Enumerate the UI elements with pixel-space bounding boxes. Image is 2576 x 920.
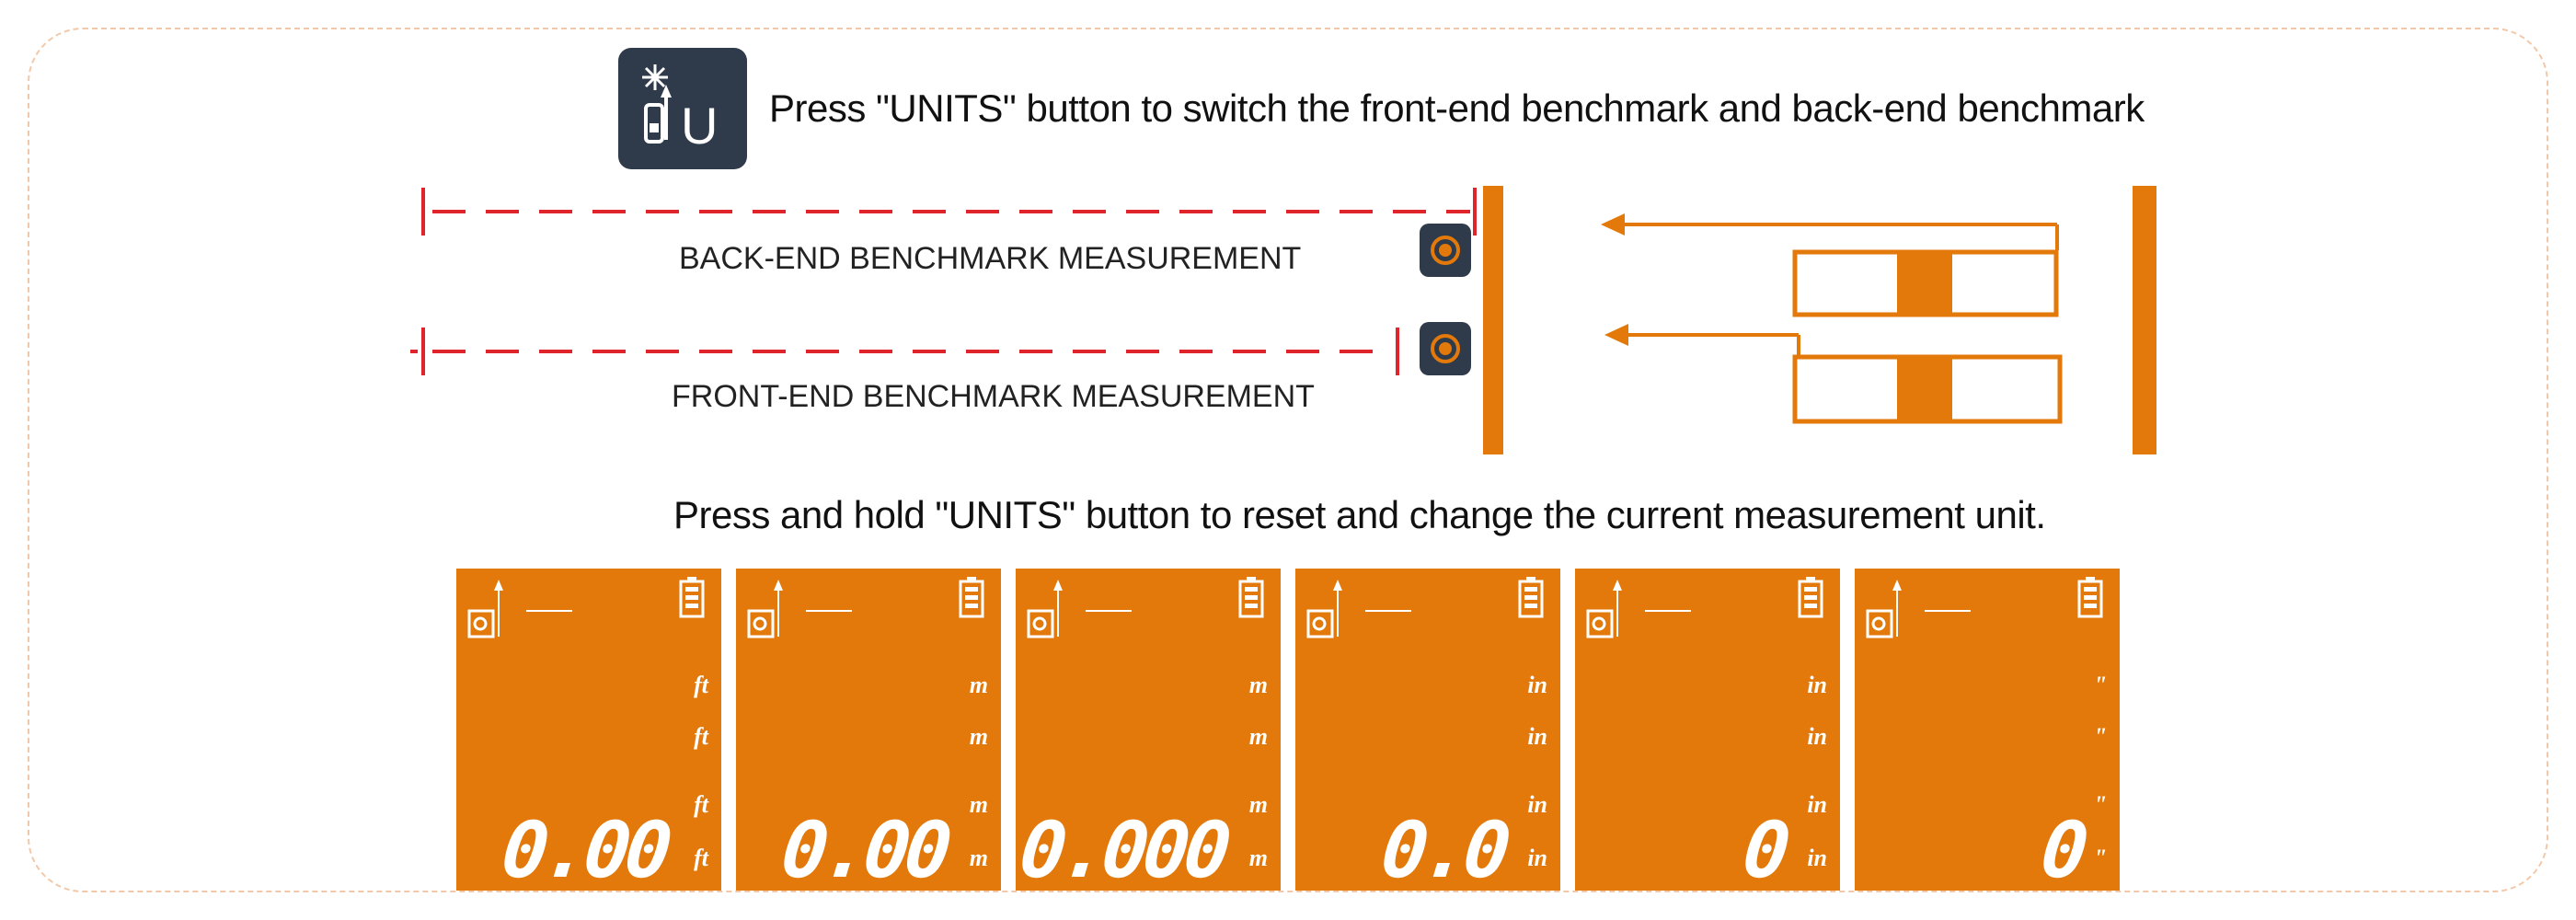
unit-label: ft	[694, 723, 708, 750]
content-frame	[28, 28, 2548, 892]
battery-icon	[1798, 577, 1823, 618]
unit-label: "	[2093, 723, 2107, 750]
unit-label: in	[1807, 723, 1827, 750]
reading-value: 0.0	[1377, 805, 1511, 891]
unit-label: in	[1527, 723, 1547, 750]
device-mode-icon	[747, 580, 852, 638]
unit-label: in	[1527, 791, 1547, 818]
unit-label: in	[1807, 672, 1827, 698]
unit-label: m	[969, 791, 988, 818]
unit-label: m	[1248, 672, 1268, 698]
benchmark-diagram	[410, 186, 2156, 454]
reading-value: 0.00	[776, 805, 951, 891]
reading-value: 0.000	[1016, 805, 1231, 891]
device-mode-icon	[1306, 580, 1411, 638]
battery-icon	[2077, 577, 2103, 618]
battery-icon	[1518, 577, 1544, 618]
reading-value: 0	[1739, 805, 1790, 891]
unit-label: in	[1807, 791, 1827, 818]
switch-instruction: Press "UNITS" button to switch the front…	[769, 86, 2145, 130]
unit-label: m	[1248, 723, 1268, 750]
device-with-laser-icon: U	[642, 64, 718, 155]
unit-label: m	[969, 672, 988, 698]
unit-label: in	[1807, 845, 1827, 871]
unit-label: m	[969, 845, 988, 871]
reading-value: 0.00	[497, 805, 672, 891]
battery-icon	[679, 577, 705, 618]
device-mode-icon	[1866, 580, 1971, 638]
front-end-label: FRONT-END BENCHMARK MEASUREMENT	[672, 379, 1315, 414]
lcd-display-5: in in in in 0	[1575, 569, 1840, 891]
unit-label: "	[2093, 791, 2107, 818]
battery-icon	[959, 577, 984, 618]
unit-label: ft	[694, 845, 708, 871]
unit-label: "	[2093, 672, 2107, 698]
device-icon-back	[1420, 224, 1471, 277]
unit-label: ft	[694, 791, 708, 818]
svg-text:U: U	[681, 97, 718, 155]
battery-icon	[1238, 577, 1264, 618]
unit-label: m	[1248, 845, 1268, 871]
lcd-display-1: ft ft ft ft 0.00	[456, 569, 721, 891]
unit-label: "	[2093, 845, 2107, 871]
lcd-display-4: in in in in 0.0	[1295, 569, 1560, 891]
device-icon-front	[1420, 322, 1471, 375]
device-mode-icon	[1027, 580, 1132, 638]
unit-label: m	[1248, 791, 1268, 818]
unit-label: in	[1527, 672, 1547, 698]
reading-value: 0	[2037, 805, 2088, 891]
unit-label: m	[969, 723, 988, 750]
unit-label: in	[1527, 845, 1547, 871]
device-mode-icon	[1586, 580, 1691, 638]
back-end-label: BACK-END BENCHMARK MEASUREMENT	[679, 241, 1302, 276]
unit-label: ft	[694, 672, 708, 698]
lcd-display-6: """"0	[1855, 569, 2120, 891]
reset-instruction: Press and hold "UNITS" button to reset a…	[673, 493, 2046, 536]
units-button-icon[interactable]: U	[618, 48, 747, 169]
device-mode-icon	[467, 580, 572, 638]
